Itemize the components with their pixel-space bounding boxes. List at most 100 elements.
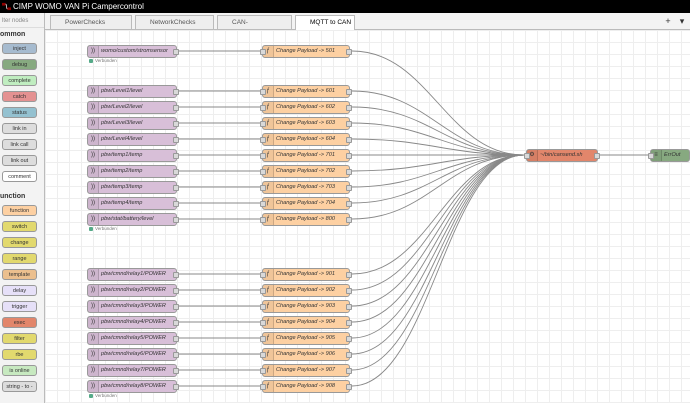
palette-node-catch[interactable]: catch (2, 91, 37, 102)
tab-can-communication[interactable]: CAN-Communication (217, 15, 292, 29)
mqtt-in-node[interactable]: ))pbw/temp3/temp (87, 181, 177, 194)
output-port[interactable] (173, 368, 179, 374)
output-port[interactable] (346, 384, 352, 390)
palette-node-debug[interactable]: debug (2, 59, 37, 70)
palette-search-input[interactable]: lter nodes (0, 15, 44, 28)
input-port[interactable] (260, 288, 266, 294)
mqtt-in-node[interactable]: ))pbw/cmnd/relay2/POWER (87, 284, 177, 297)
output-port[interactable] (346, 320, 352, 326)
function-node[interactable]: ƒChange Payload -> 601 (262, 85, 350, 98)
tab-menu-button[interactable]: ▾ (676, 14, 688, 28)
function-node[interactable]: ƒChange Payload -> 604 (262, 133, 350, 146)
mqtt-in-node[interactable]: ))pbw/temp1/temp (87, 149, 177, 162)
input-port[interactable] (260, 169, 266, 175)
output-port[interactable] (346, 272, 352, 278)
input-port[interactable] (260, 352, 266, 358)
tab-mqtt-to-can[interactable]: MQTT to CAN (295, 15, 355, 30)
input-port[interactable] (260, 153, 266, 159)
palette-node-template[interactable]: template (2, 269, 37, 280)
output-port[interactable] (346, 185, 352, 191)
mqtt-in-node[interactable]: ))pbw/Level4/level (87, 133, 177, 146)
function-node[interactable]: ƒChange Payload -> 905 (262, 332, 350, 345)
output-port[interactable] (173, 272, 179, 278)
palette-category-header[interactable]: ommon (0, 29, 44, 41)
input-port[interactable] (260, 121, 266, 127)
tab-powerchecks[interactable]: PowerChecks (50, 15, 132, 29)
output-port[interactable] (346, 304, 352, 310)
output-port[interactable] (173, 288, 179, 294)
output-port[interactable] (173, 137, 179, 143)
input-port[interactable] (260, 336, 266, 342)
input-port[interactable] (260, 384, 266, 390)
output-port[interactable] (346, 368, 352, 374)
output-port[interactable] (173, 217, 179, 223)
function-node[interactable]: ƒChange Payload -> 603 (262, 117, 350, 130)
input-port[interactable] (260, 105, 266, 111)
mqtt-in-node[interactable]: ))pbw/cmnd/relay8/POWER (87, 380, 177, 393)
input-port[interactable] (260, 185, 266, 191)
palette-node-comment[interactable]: comment (2, 171, 37, 182)
output-port[interactable] (346, 288, 352, 294)
mqtt-in-node[interactable]: ))pbw/Level1/level (87, 85, 177, 98)
function-node[interactable]: ƒChange Payload -> 800 (262, 213, 350, 226)
output-port[interactable] (346, 89, 352, 95)
output-port[interactable] (173, 384, 179, 390)
output-port[interactable] (173, 185, 179, 191)
output-port[interactable] (346, 169, 352, 175)
palette-category-header[interactable]: unction (0, 191, 44, 203)
mqtt-in-node[interactable]: ))pbw/temp2/temp (87, 165, 177, 178)
tab-networkchecks[interactable]: NetworkChecks (135, 15, 214, 29)
mqtt-in-node[interactable]: ))pbw/Level2/level (87, 101, 177, 114)
mqtt-in-node[interactable]: ))pbw/stat/battery/level (87, 213, 177, 226)
mqtt-in-node[interactable]: ))pbw/cmnd/relay4/POWER (87, 316, 177, 329)
add-flow-button[interactable]: + (662, 14, 674, 28)
mqtt-in-node[interactable]: ))pbw/cmnd/relay3/POWER (87, 300, 177, 313)
output-port[interactable] (346, 217, 352, 223)
palette-node-switch[interactable]: switch (2, 221, 37, 232)
output-port[interactable] (173, 153, 179, 159)
input-port[interactable] (260, 272, 266, 278)
palette-node-link-out[interactable]: link out (2, 155, 37, 166)
output-port[interactable] (173, 121, 179, 127)
output-port[interactable] (173, 304, 179, 310)
palette-node-filter[interactable]: filter (2, 333, 37, 344)
output-port[interactable] (346, 201, 352, 207)
exec-node[interactable]: ⚙~/bin/cansend.sh (526, 149, 598, 162)
function-node[interactable]: ƒChange Payload -> 904 (262, 316, 350, 329)
palette-node-rbe[interactable]: rbe (2, 349, 37, 360)
palette-node-trigger[interactable]: trigger (2, 301, 37, 312)
function-node[interactable]: ƒChange Payload -> 902 (262, 284, 350, 297)
output-port[interactable] (173, 352, 179, 358)
function-node[interactable]: ƒChange Payload -> 908 (262, 380, 350, 393)
palette-node-change[interactable]: change (2, 237, 37, 248)
mqtt-in-node[interactable]: ))pbw/cmnd/relay7/POWER (87, 364, 177, 377)
output-port[interactable] (594, 153, 600, 159)
mqtt-in-node[interactable]: ))pbw/cmnd/relay6/POWER (87, 348, 177, 361)
input-port[interactable] (524, 153, 530, 159)
output-port[interactable] (346, 336, 352, 342)
output-port[interactable] (173, 89, 179, 95)
input-port[interactable] (260, 89, 266, 95)
input-port[interactable] (260, 320, 266, 326)
output-port[interactable] (173, 105, 179, 111)
output-port[interactable] (346, 121, 352, 127)
output-port[interactable] (173, 169, 179, 175)
palette-node-string-to-hex[interactable]: string - to - hex (2, 381, 37, 392)
function-node[interactable]: ƒChange Payload -> 602 (262, 101, 350, 114)
mqtt-in-node[interactable]: ))pbw/temp4/temp (87, 197, 177, 210)
output-port[interactable] (173, 320, 179, 326)
palette-node-function[interactable]: function (2, 205, 37, 216)
palette-node-link-in[interactable]: link in (2, 123, 37, 134)
output-port[interactable] (346, 352, 352, 358)
output-port[interactable] (173, 336, 179, 342)
function-node[interactable]: ƒChange Payload -> 903 (262, 300, 350, 313)
output-port[interactable] (346, 137, 352, 143)
input-port[interactable] (260, 49, 266, 55)
palette-node-inject[interactable]: inject (2, 43, 37, 54)
function-node[interactable]: ƒChange Payload -> 906 (262, 348, 350, 361)
function-node[interactable]: ƒChange Payload -> 901 (262, 268, 350, 281)
function-node[interactable]: ƒChange Payload -> 703 (262, 181, 350, 194)
output-port[interactable] (346, 153, 352, 159)
mqtt-in-node[interactable]: ))womo/custom/stromsensor (87, 45, 177, 58)
mqtt-in-node[interactable]: ))pbw/cmnd/relay1/POWER (87, 268, 177, 281)
